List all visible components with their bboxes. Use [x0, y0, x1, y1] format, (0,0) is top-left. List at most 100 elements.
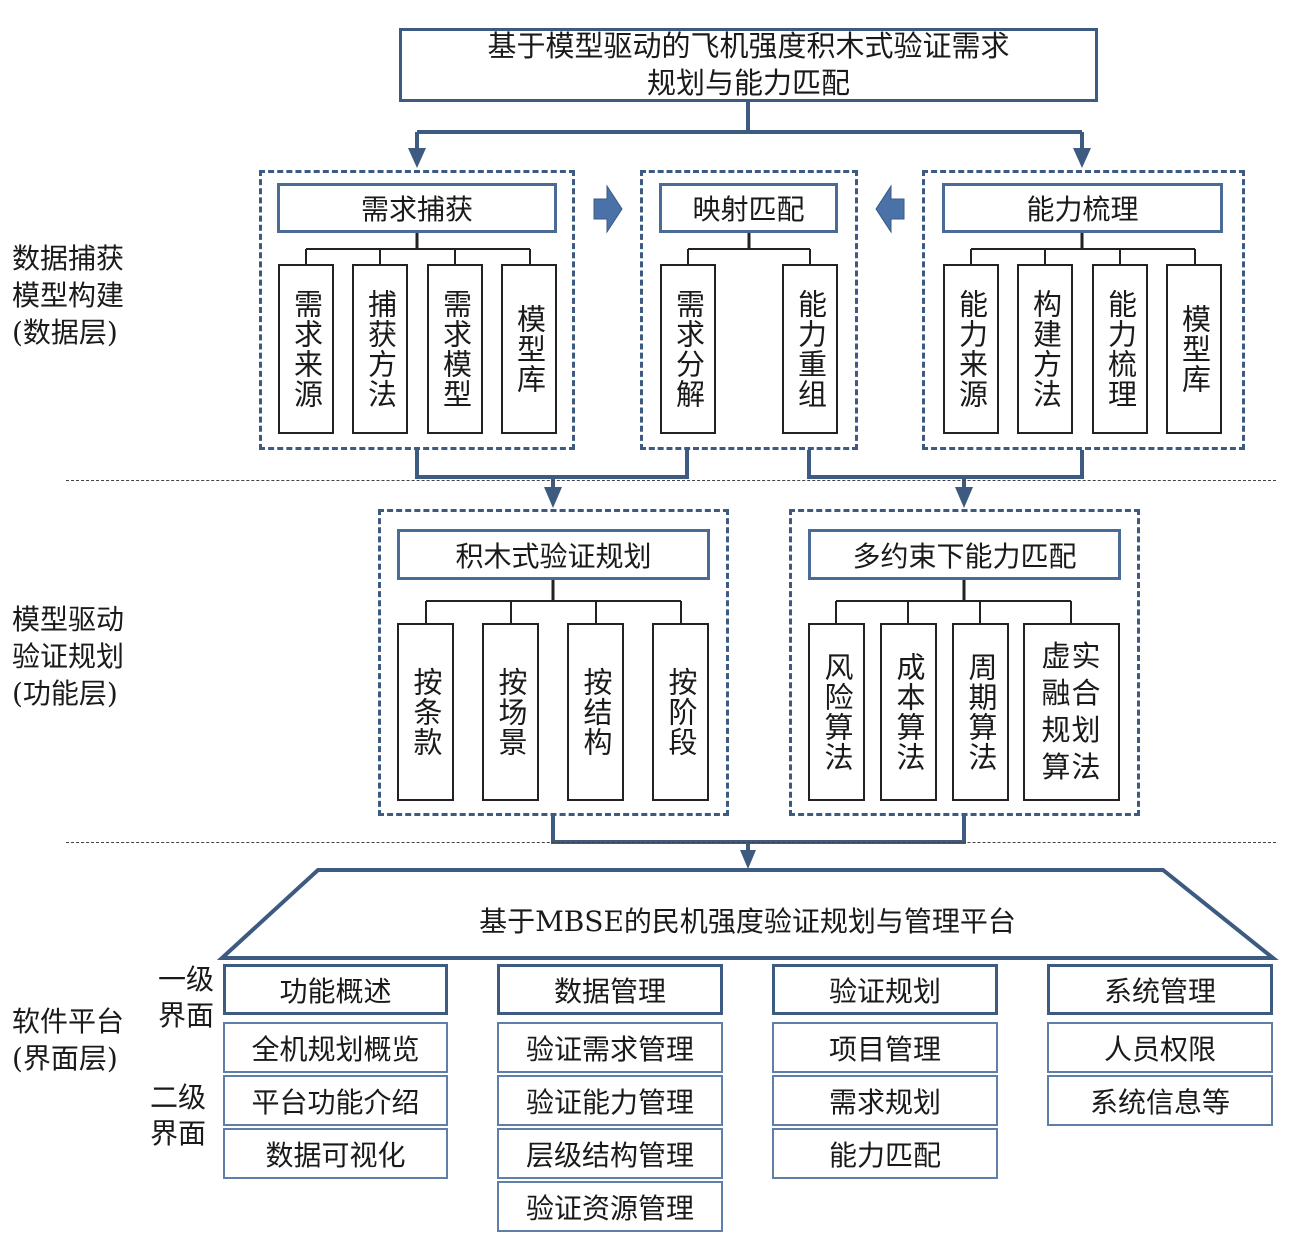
group-title-building-block-planning: 积木式验证规划 — [397, 529, 710, 580]
leaf-text: 需求分解 — [671, 289, 706, 409]
leaf-text: 能力来源 — [954, 289, 989, 409]
group-mapping-matching — [640, 170, 858, 450]
leaf-text: 按场景 — [494, 667, 528, 757]
leaf-box: 按条款 — [397, 623, 454, 801]
group-capability-sorting — [922, 170, 1245, 450]
ui-level2-item[interactable]: 人员权限 — [1047, 1022, 1273, 1073]
ui-label: 人员权限 — [1103, 1032, 1216, 1066]
group-title-requirement-capture: 需求捕获 — [277, 183, 557, 233]
leaf-box: 按结构 — [567, 623, 624, 801]
leaf-text: 风险算法 — [820, 652, 854, 772]
leaf-box: 按阶段 — [652, 623, 709, 801]
layer-label-line: (功能层) — [12, 677, 118, 710]
ui-label: 验证资源管理 — [525, 1191, 694, 1225]
data-to-function-connector-left — [415, 450, 689, 490]
leaf-box: 成本算法 — [880, 623, 937, 801]
ui-level2-item[interactable]: 验证资源管理 — [497, 1181, 723, 1232]
level2-label: 二级 界面 — [130, 1080, 206, 1152]
group-title-text: 映射匹配 — [692, 193, 805, 226]
ui-level2-item[interactable]: 系统信息等 — [1047, 1075, 1273, 1126]
leaf-text: 需求模型 — [438, 289, 473, 409]
leaf-text: 捕获方法 — [363, 289, 398, 409]
leaf-box: 周期算法 — [952, 623, 1009, 801]
arrow-to-capability-matching — [955, 487, 973, 508]
leaf-box: 构建方法 — [1017, 264, 1073, 434]
ui-label: 需求规划 — [828, 1085, 941, 1119]
ui-level2-item[interactable]: 验证能力管理 — [497, 1075, 723, 1126]
layer-separator-1 — [66, 480, 1276, 481]
leaf-box: 按场景 — [482, 623, 539, 801]
top-fanout-connector — [417, 102, 1082, 134]
layer-label-data: 数据捕获 模型构建 (数据层) — [12, 240, 124, 351]
layer-label-line: 验证规划 — [12, 640, 125, 673]
ui-level2-item[interactable]: 平台功能介绍 — [223, 1075, 448, 1126]
ui-level2-item[interactable]: 需求规划 — [772, 1075, 998, 1126]
layer-label-function: 模型驱动 验证规划 (功能层) — [12, 601, 124, 712]
layer-label-line: 软件平台 — [12, 1005, 125, 1038]
layer-label-line: 数据捕获 — [12, 242, 125, 275]
group-capability-matching — [789, 509, 1140, 816]
ui-label: 平台功能介绍 — [251, 1085, 420, 1119]
ui-level2-item[interactable]: 验证需求管理 — [497, 1022, 723, 1073]
layer-label-line: 模型驱动 — [12, 603, 125, 636]
leaf-box: 虚实融合规划算法 — [1023, 623, 1120, 801]
ui-level2-item[interactable]: 项目管理 — [772, 1022, 998, 1073]
platform-title: 基于MBSE的民机强度验证规划与管理平台 — [479, 905, 1016, 938]
level-label-line: 二级 — [149, 1081, 206, 1114]
leaf-text: 模型库 — [1177, 304, 1212, 394]
top-title-box: 基于模型驱动的飞机强度积木式验证需求 规划与能力匹配 — [399, 28, 1098, 102]
layer-label-line: (界面层) — [12, 1042, 118, 1075]
ui-label: 全机规划概览 — [251, 1032, 420, 1066]
group-title-text: 多约束下能力匹配 — [852, 539, 1077, 573]
group-requirement-capture — [259, 170, 575, 450]
ui-label: 功能概述 — [279, 974, 392, 1008]
leaf-text: 按结构 — [579, 667, 613, 757]
ui-level2-item[interactable]: 全机规划概览 — [223, 1022, 448, 1073]
leaf-text: 模型库 — [512, 304, 547, 394]
ui-label: 能力匹配 — [828, 1138, 941, 1172]
group-title-text: 积木式验证规划 — [455, 539, 652, 573]
group-title-mapping-matching: 映射匹配 — [659, 183, 838, 233]
ui-label: 系统信息等 — [1089, 1085, 1230, 1119]
ui-level2-item[interactable]: 层级结构管理 — [497, 1128, 723, 1179]
ui-level1-data-management[interactable]: 数据管理 — [497, 964, 723, 1015]
leaf-box: 需求模型 — [427, 264, 483, 434]
group-title-text: 能力梳理 — [1026, 193, 1139, 226]
group-title-capability-sorting: 能力梳理 — [942, 183, 1223, 233]
leaf-text: 虚实融合规划算法 — [1041, 639, 1102, 784]
level1-label: 一级 界面 — [140, 962, 214, 1034]
leaf-box: 捕获方法 — [352, 264, 408, 434]
arrow-to-platform — [740, 850, 756, 869]
ui-label: 数据可视化 — [265, 1138, 406, 1172]
level-label-line: 一级 — [157, 963, 214, 996]
ui-label: 数据管理 — [553, 974, 666, 1008]
ui-level1-function-overview[interactable]: 功能概述 — [223, 964, 448, 1015]
group-title-capability-matching: 多约束下能力匹配 — [808, 529, 1121, 580]
layer-separator-2 — [66, 842, 1276, 843]
leaf-text: 按阶段 — [664, 667, 698, 757]
function-to-platform-connector — [551, 816, 966, 852]
ui-level1-system-management[interactable]: 系统管理 — [1047, 964, 1273, 1015]
ui-label: 验证规划 — [828, 974, 941, 1008]
leaf-box: 能力梳理 — [1092, 264, 1148, 434]
leaf-text: 需求来源 — [289, 289, 324, 409]
ui-label: 验证需求管理 — [525, 1032, 694, 1066]
leaf-box: 模型库 — [501, 264, 557, 434]
ui-label: 层级结构管理 — [525, 1138, 694, 1172]
leaf-box: 需求分解 — [660, 264, 716, 434]
leaf-box: 能力重组 — [782, 264, 838, 434]
leaf-text: 成本算法 — [892, 652, 926, 772]
arrow-to-building-block-planning — [544, 487, 562, 508]
top-title-line1: 基于模型驱动的飞机强度积木式验证需求 — [487, 29, 1010, 63]
group-building-block-planning — [378, 509, 729, 816]
data-to-function-connector-right — [807, 450, 1084, 490]
block-arrow-left-icon — [875, 184, 905, 234]
ui-level1-verification-planning[interactable]: 验证规划 — [772, 964, 998, 1015]
top-title-line2: 规划与能力匹配 — [646, 66, 850, 100]
leaf-text: 构建方法 — [1028, 289, 1063, 409]
ui-level2-item[interactable]: 数据可视化 — [223, 1128, 448, 1179]
leaf-text: 周期算法 — [964, 652, 998, 772]
layer-label-line: (数据层) — [12, 316, 118, 349]
ui-label: 项目管理 — [828, 1032, 941, 1066]
ui-level2-item[interactable]: 能力匹配 — [772, 1128, 998, 1179]
